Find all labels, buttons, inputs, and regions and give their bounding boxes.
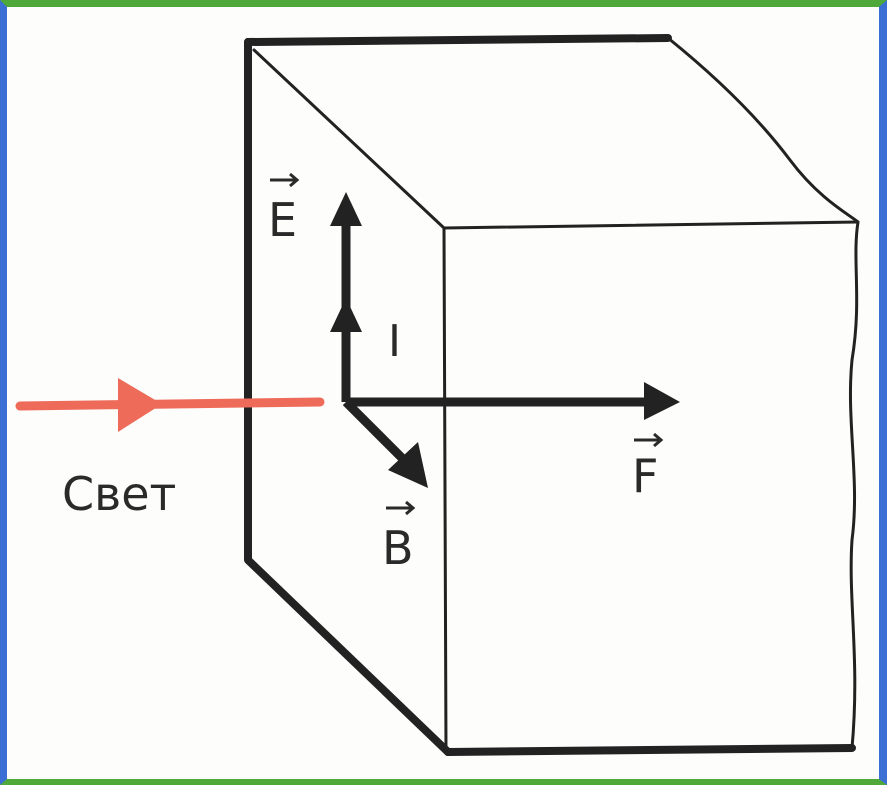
block-top-edge <box>244 34 672 46</box>
light-label: Свет <box>62 467 176 521</box>
block-inner-vertical-edge <box>442 226 448 754</box>
e-vector-arrowhead <box>330 192 362 226</box>
block <box>244 34 860 756</box>
e-vector-label-arrow <box>270 172 300 188</box>
e-vector-label: E <box>268 193 297 247</box>
block-inner-top-edge <box>442 220 860 230</box>
f-vector-label-arrow <box>634 432 664 448</box>
light-ray-arrowhead <box>118 378 162 432</box>
block-bottom-edge <box>444 744 856 756</box>
block-diagonal-edge <box>252 48 446 230</box>
current-label: I <box>388 316 401 367</box>
labels: E I F B Свет <box>62 172 664 575</box>
f-vector-arrowhead <box>644 382 680 420</box>
b-vector-shaft <box>342 398 408 464</box>
light-ray <box>15 378 325 432</box>
current-arrowhead <box>330 298 362 332</box>
f-vector-label: F <box>632 449 658 503</box>
b-vector-arrowhead <box>388 442 428 488</box>
b-vector-label-arrow <box>386 500 416 516</box>
block-right-edge <box>666 36 860 750</box>
block-front-face <box>244 38 452 756</box>
b-vector-label: B <box>382 521 414 575</box>
vectors <box>330 192 680 488</box>
